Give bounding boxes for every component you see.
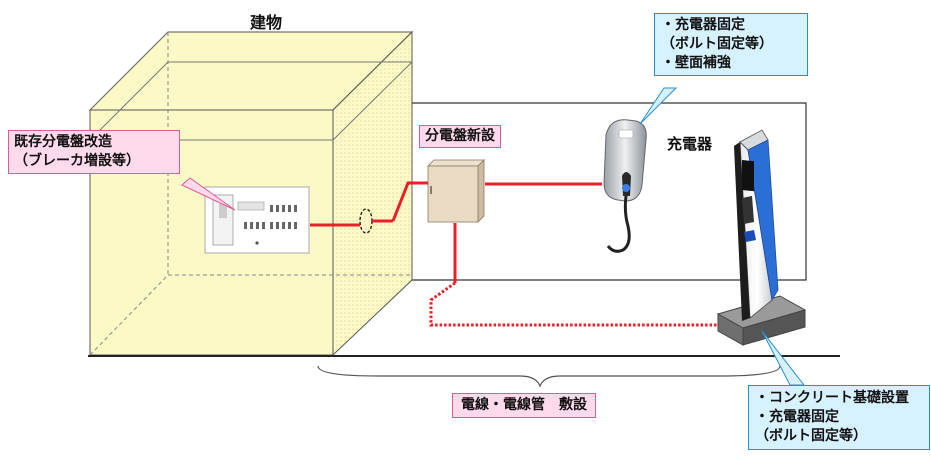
existing-panel [204,186,310,254]
stand-charger [734,129,779,321]
existing-panel-line-2: （ブレーカ増設等） [14,153,140,169]
foundation-line-2: ・充電器固定 [755,409,839,425]
wall-mount-callout: ・充電器固定 （ボルト固定等） ・壁面補強 [654,13,808,76]
new-panel [427,159,485,223]
foundation-line-3: （ボルト固定等） [755,428,867,444]
concrete-foundation [716,295,807,346]
wiring-brace [317,365,781,388]
charger-label: 充電器 [667,135,713,153]
wall-mount-line-3: ・壁面補強 [661,55,731,71]
wall-charger [603,119,647,253]
foundation-line-1: ・コンクリート基礎設置 [755,390,909,406]
wiring-callout: 電線・電線管 敷設 [452,393,596,418]
cable-routing [310,181,726,327]
wall-mount-line-2: （ボルト固定等） [661,36,773,52]
callout-pointers [181,87,806,386]
building-label: 建物 [250,13,283,32]
existing-panel-callout: 既存分電盤改造 （ブレーカ増設等） [8,130,180,174]
wiring-text: 電線・電線管 敷設 [461,397,587,413]
new-panel-text: 分電盤新設 [425,128,495,144]
new-panel-callout: 分電盤新設 [419,125,501,148]
wall-mount-line-1: ・充電器固定 [661,17,745,33]
foundation-callout: ・コンクリート基礎設置 ・充電器固定 （ボルト固定等） [748,385,930,450]
existing-panel-line-1: 既存分電盤改造 [14,134,112,150]
